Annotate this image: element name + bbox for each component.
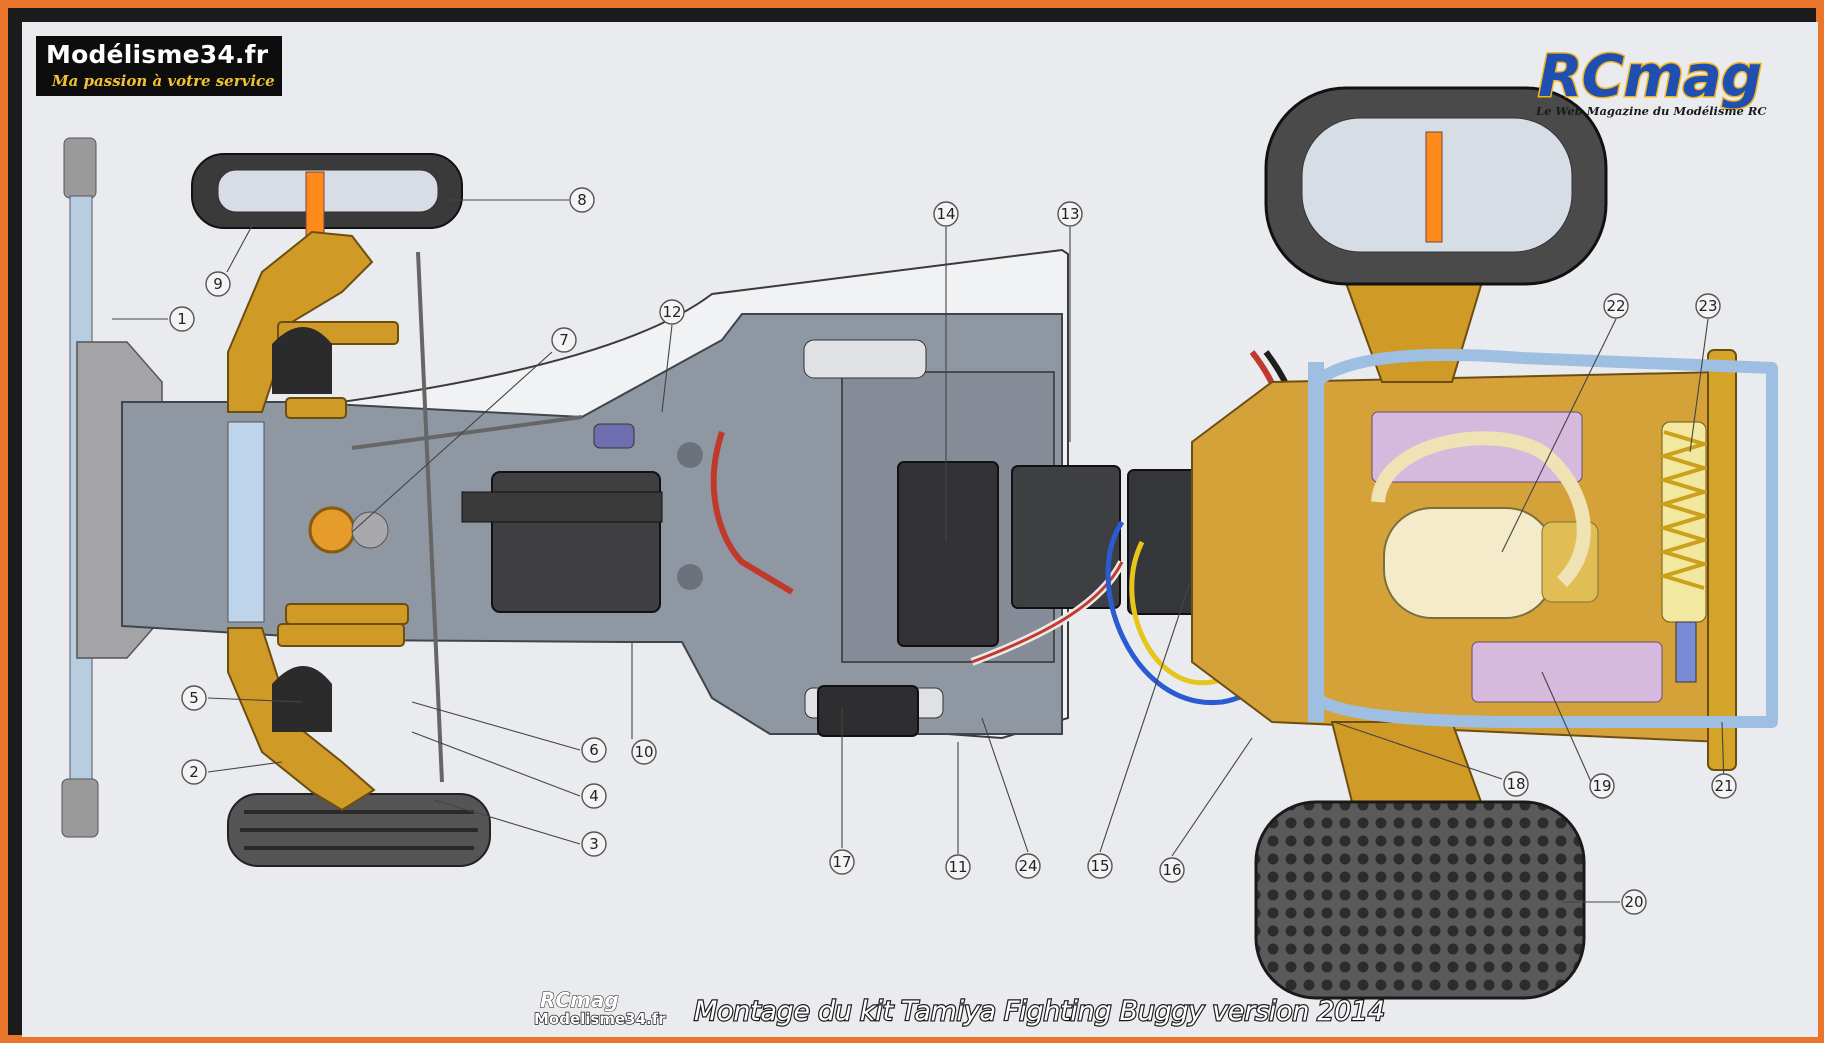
chassis-hole <box>677 564 703 590</box>
rear-wheel-bottom <box>1254 800 1586 1000</box>
steering-linkage <box>351 251 583 783</box>
exhaust-tube <box>1371 431 1591 587</box>
receiver <box>1011 465 1121 609</box>
callout-13: 13 <box>1057 201 1083 227</box>
motor <box>1383 507 1599 619</box>
rear-bumper <box>1707 349 1737 771</box>
callout-24: 24 <box>1015 853 1041 879</box>
svg-text:10: 10 <box>634 743 653 761</box>
caption-mag-logo: RCmag <box>540 988 620 1013</box>
callout-6: 6 <box>581 737 607 763</box>
callout-10: 10 <box>631 739 657 765</box>
svg-text:11: 11 <box>948 858 967 876</box>
svg-text:8: 8 <box>577 191 587 209</box>
roll-cage <box>1310 348 1778 728</box>
svg-text:4: 4 <box>589 787 599 805</box>
svg-text:12: 12 <box>662 303 681 321</box>
callout-18: 18 <box>1503 771 1529 797</box>
callout-4: 4 <box>581 783 607 809</box>
steering-servo-saver <box>308 506 356 554</box>
svg-text:20: 20 <box>1624 893 1643 911</box>
chassis-slot <box>803 339 927 379</box>
callout-15: 15 <box>1087 853 1113 879</box>
svg-text:17: 17 <box>832 853 851 871</box>
front-bulkhead <box>227 421 265 623</box>
leader-lines <box>112 199 1725 903</box>
buggy-cutaway-diagram: 1 2 3 4 5 6 7 8 9 10 11 12 13 14 15 16 1… <box>61 86 1778 1000</box>
svg-text:9: 9 <box>213 275 223 293</box>
svg-text:7: 7 <box>559 331 569 349</box>
front-wheel-top <box>191 153 463 251</box>
callout-23: 23 <box>1695 293 1721 319</box>
callout-3: 3 <box>581 831 607 857</box>
callout-20: 20 <box>1621 889 1647 915</box>
servo-horn <box>351 511 389 549</box>
battery-pack <box>897 461 999 647</box>
callout-22: 22 <box>1603 293 1629 319</box>
wire-red-black <box>710 431 794 595</box>
switch <box>817 685 919 737</box>
site-logo-slogan: Ma passion à votre service <box>52 72 275 90</box>
callout-16: 16 <box>1159 857 1185 883</box>
svg-text:22: 22 <box>1606 297 1625 315</box>
svg-text:2: 2 <box>189 763 199 781</box>
svg-text:16: 16 <box>1162 861 1181 879</box>
svg-text:6: 6 <box>589 741 599 759</box>
svg-text:5: 5 <box>189 689 199 707</box>
callout-1: 1 <box>169 306 195 332</box>
callout-17: 17 <box>829 849 855 875</box>
callout-5: 5 <box>181 685 207 711</box>
photo-frame: 1 2 3 4 5 6 7 8 9 10 11 12 13 14 15 16 1… <box>8 8 1818 1037</box>
site-logo[interactable]: Modélisme34.fr Ma passion à votre servic… <box>36 36 282 96</box>
magazine-logo-tagline: Le Web Magazine du Modélisme RC <box>1536 104 1767 118</box>
svg-text:24: 24 <box>1018 857 1037 875</box>
svg-text:14: 14 <box>936 205 955 223</box>
svg-text:15: 15 <box>1090 857 1109 875</box>
rear-shock <box>1657 421 1711 683</box>
callout-9: 9 <box>205 271 231 297</box>
svg-text:23: 23 <box>1698 297 1717 315</box>
front-knuckles <box>272 327 332 732</box>
caption-banner: RCmag Modelisme34.fr Montage du kit Tami… <box>533 988 1386 1034</box>
callout-14: 14 <box>933 201 959 227</box>
svg-text:21: 21 <box>1714 777 1733 795</box>
caption-text: Montage du kit Tamiya Fighting Buggy ver… <box>693 995 1387 1028</box>
diagram-board: 1 2 3 4 5 6 7 8 9 10 11 12 13 14 15 16 1… <box>22 22 1818 1037</box>
rear-wheel-top <box>1264 86 1608 286</box>
callout-11: 11 <box>945 854 971 880</box>
callout-21: 21 <box>1711 773 1737 799</box>
callout-19: 19 <box>1589 773 1615 799</box>
svg-text:3: 3 <box>589 835 599 853</box>
front-wheel-bottom <box>227 793 491 867</box>
svg-text:18: 18 <box>1506 775 1525 793</box>
svg-text:1: 1 <box>177 310 187 328</box>
site-logo-name: Modélisme34.fr <box>46 40 269 69</box>
wire-red <box>971 561 1124 664</box>
svg-text:13: 13 <box>1060 205 1079 223</box>
callout-12: 12 <box>659 299 685 325</box>
servo-mount <box>461 491 663 523</box>
servo-arm <box>593 423 635 449</box>
callout-2: 2 <box>181 759 207 785</box>
callout-8: 8 <box>569 187 595 213</box>
callout-7: 7 <box>551 327 577 353</box>
magazine-logo[interactable]: RCmag Le Web Magazine du Modélisme RC <box>1532 41 1818 122</box>
chassis-hole <box>677 442 703 468</box>
magazine-logo-name: RCmag <box>1536 41 1763 112</box>
caption-site-logo: Modelisme34.fr <box>533 1009 666 1028</box>
svg-text:19: 19 <box>1592 777 1611 795</box>
